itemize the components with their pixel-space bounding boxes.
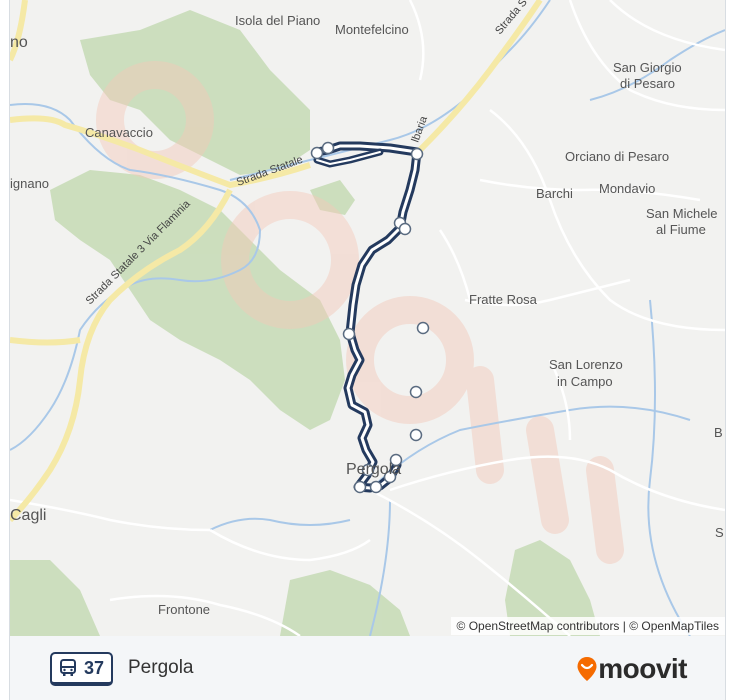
- minor-roads: [10, 0, 725, 636]
- label-orciano-di-pesaro: Orciano di Pesaro: [565, 149, 669, 164]
- label-pergola: Pergola: [346, 461, 401, 478]
- label-san-michele: San Michele: [646, 206, 718, 221]
- label-al-fiume: al Fiume: [656, 222, 706, 237]
- label-montefelcino: Montefelcino: [335, 22, 409, 37]
- moovit-pin-icon: [577, 657, 597, 681]
- bus-stop-marker[interactable]: [389, 453, 403, 467]
- rivers: [10, 0, 725, 636]
- bus-stop-marker[interactable]: [416, 321, 430, 335]
- label-barchi: Barchi: [536, 186, 573, 201]
- label-edge-no: no: [10, 34, 28, 51]
- bus-stop-marker[interactable]: [342, 327, 356, 341]
- route-badge[interactable]: 37: [50, 652, 114, 686]
- bus-stop-marker[interactable]: [361, 463, 375, 477]
- route-stops: [310, 141, 430, 494]
- label-edge-s: S: [715, 525, 724, 540]
- label-edge-b: B: [714, 425, 723, 440]
- bus-stop-marker[interactable]: [409, 428, 423, 442]
- label-san-lorenzo: San Lorenzo: [549, 357, 623, 372]
- route-number: 37: [84, 657, 105, 678]
- label-canavaccio: Canavaccio: [85, 125, 153, 140]
- bus-stop-marker[interactable]: [310, 146, 324, 160]
- route-destination: Pergola: [128, 657, 194, 678]
- route-footer: 37 Pergola moovit: [10, 636, 725, 700]
- bus-stop-marker[interactable]: [369, 480, 383, 494]
- label-mondavio: Mondavio: [599, 181, 655, 196]
- bus-stop-marker[interactable]: [383, 470, 397, 484]
- map-attribution[interactable]: © OpenStreetMap contributors | © OpenMap…: [450, 617, 725, 635]
- moovit-wordmark: moovit: [598, 653, 687, 684]
- label-san-giorgio: San Giorgio: [613, 60, 682, 75]
- place-labels: Isola del Piano Montefelcino San Giorgio…: [10, 13, 724, 617]
- label-isola-del-piano: Isola del Piano: [235, 13, 320, 28]
- label-cagli: Cagli: [10, 507, 46, 524]
- moovit-logo[interactable]: moovit: [576, 653, 687, 685]
- bus-stop-marker[interactable]: [321, 141, 335, 155]
- label-edge-ignano: ignano: [10, 176, 49, 191]
- bus-stop-marker[interactable]: [398, 222, 412, 236]
- label-frontone: Frontone: [158, 602, 210, 617]
- highways: [10, 0, 543, 523]
- bus-stop-marker[interactable]: [410, 147, 424, 161]
- label-fratte-rosa: Fratte Rosa: [469, 292, 538, 307]
- map-widget: Isola del Piano Montefelcino San Giorgio…: [9, 0, 726, 700]
- bus-icon: [60, 659, 76, 676]
- label-in-campo: in Campo: [557, 374, 613, 389]
- bus-stop-marker[interactable]: [409, 385, 423, 399]
- label-di-pesaro: di Pesaro: [620, 76, 675, 91]
- map-canvas[interactable]: Isola del Piano Montefelcino San Giorgio…: [10, 0, 725, 636]
- forest-areas: [10, 10, 600, 636]
- bus-stop-marker[interactable]: [353, 480, 367, 494]
